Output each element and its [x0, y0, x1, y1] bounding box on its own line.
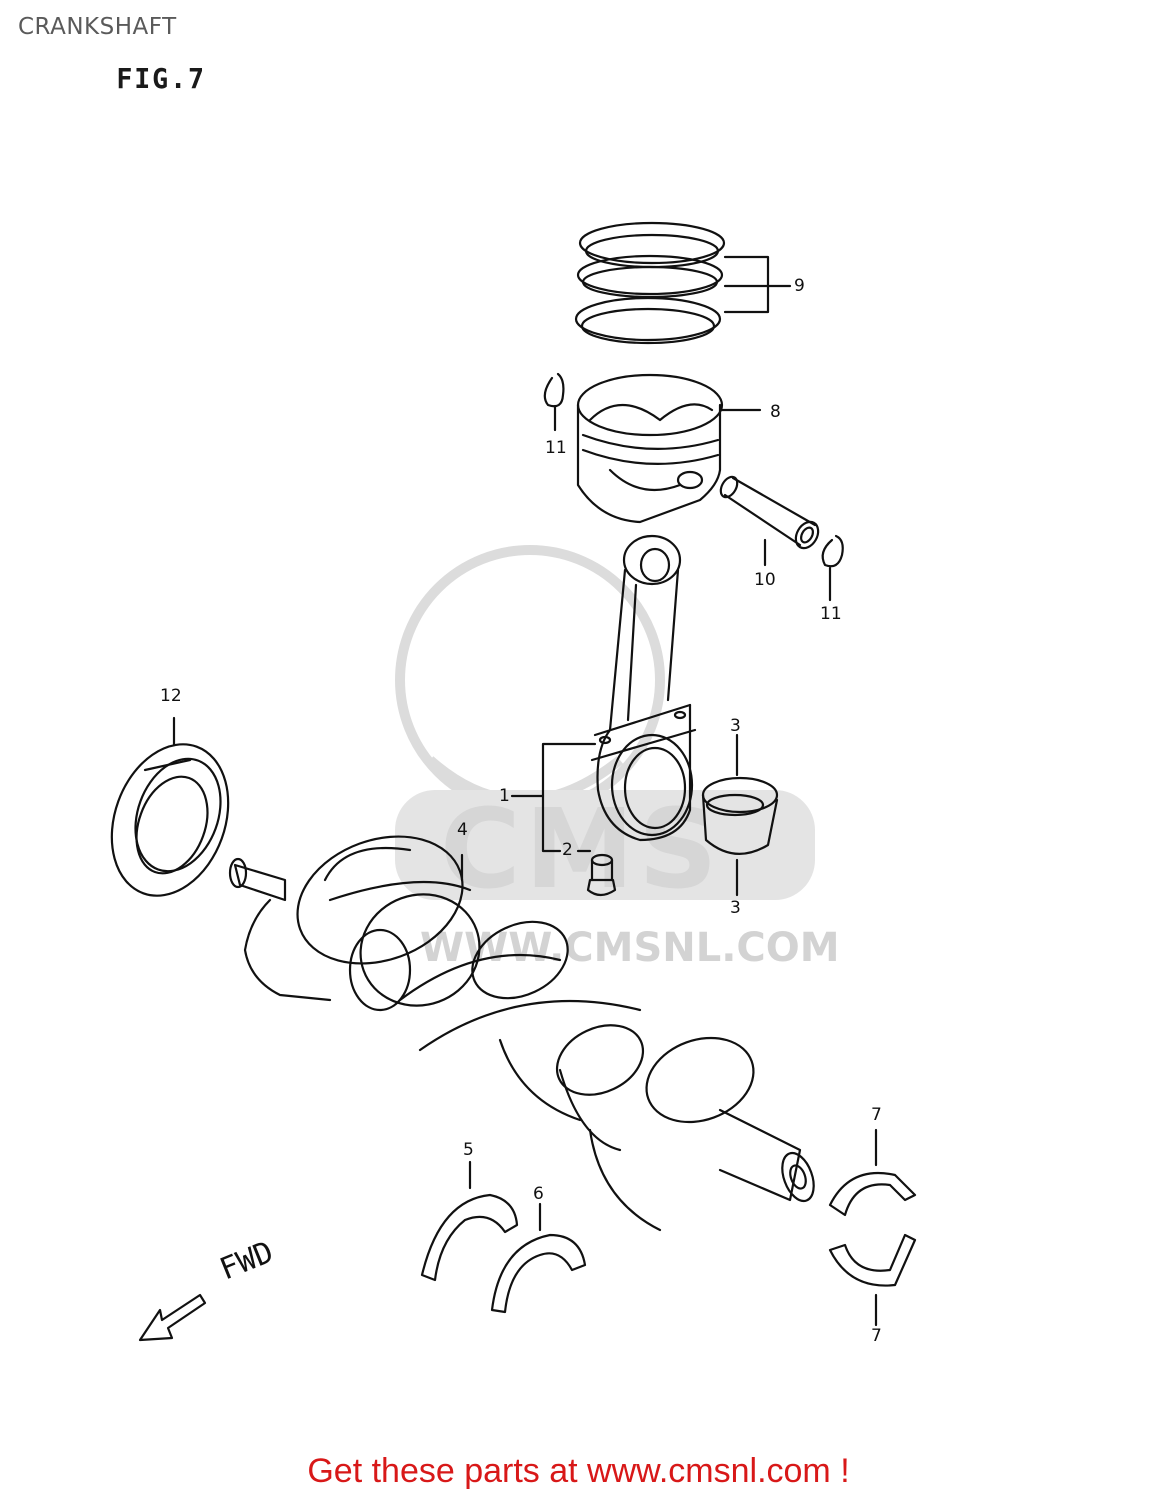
section-title: CRANKSHAFT	[18, 14, 177, 40]
watermark-url: WWW.CMSNL.COM	[420, 925, 840, 971]
callout-12: 12	[160, 686, 182, 706]
callout-2: 2	[562, 840, 573, 860]
crank-gear	[110, 716, 230, 897]
callout-5: 5	[463, 1140, 474, 1160]
callout-3-bottom: 3	[730, 898, 741, 918]
callout-6: 6	[533, 1184, 544, 1204]
callout-3-top: 3	[730, 716, 741, 736]
piston	[576, 373, 762, 524]
callout-1: 1	[499, 786, 510, 806]
callout-10: 10	[754, 570, 776, 590]
conrod-bearings	[701, 733, 779, 897]
piston-rings	[574, 221, 792, 345]
footer-cta[interactable]: Get these parts at www.cmsnl.com !	[307, 1452, 850, 1490]
piston-pin	[719, 475, 820, 567]
crankshaft	[228, 835, 815, 1232]
callout-11-left: 11	[545, 438, 567, 458]
fwd-arrow	[138, 1293, 207, 1342]
thrust-washers	[420, 1160, 587, 1314]
callout-4: 4	[457, 820, 468, 840]
callout-8: 8	[770, 402, 781, 422]
main-bearings	[828, 1128, 917, 1327]
callout-9: 9	[794, 276, 805, 296]
callout-7-top: 7	[871, 1105, 882, 1125]
rod-bolt	[576, 849, 617, 897]
watermark-brand: CMS	[440, 785, 722, 913]
figure-label: FIG.7	[116, 62, 206, 95]
connecting-rod	[510, 534, 697, 853]
callout-7-bottom: 7	[871, 1326, 882, 1346]
piston-pin-clips	[543, 372, 844, 602]
callout-11-right: 11	[820, 604, 842, 624]
